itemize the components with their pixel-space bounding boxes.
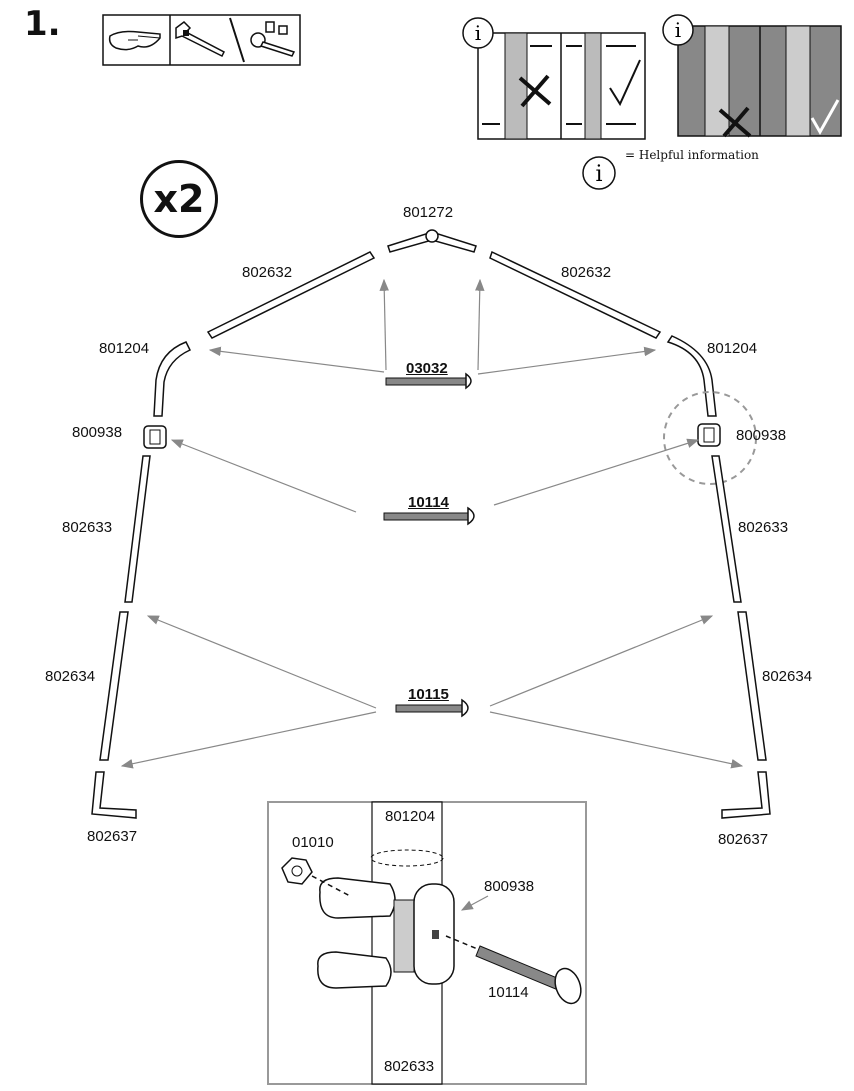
label-802632-left: 802632 [242, 264, 293, 281]
label-801272: 801272 [403, 204, 454, 221]
part-802633-left [124, 455, 151, 603]
label-802634-left: 802634 [45, 668, 96, 685]
bracket-flap-bottom [317, 951, 392, 989]
assembly-arrows [120, 278, 744, 769]
part-801204-right [666, 335, 717, 417]
correct-check-icon [609, 59, 641, 107]
safety-glasses-icon [108, 30, 161, 51]
part-801204-left [153, 341, 192, 417]
label-800938-left: 800938 [72, 424, 123, 441]
part-802637-left [91, 771, 137, 819]
step-number: 1. [24, 4, 61, 44]
svg-text:i: i [675, 18, 681, 42]
bolt-10114 [383, 506, 475, 526]
detail-callout-circle [663, 391, 757, 485]
label-801204-right: 801204 [707, 340, 758, 357]
detail-label-801204: 801204 [385, 808, 436, 825]
detail-label-800938: 800938 [484, 878, 535, 895]
label-800938-right: 800938 [736, 427, 787, 444]
quantity-badge: x2 [140, 160, 218, 238]
svg-text:i: i [475, 21, 481, 45]
part-802634-left [99, 611, 129, 761]
part-802633-right [711, 455, 742, 603]
label-802634-right: 802634 [762, 668, 813, 685]
info-panel-bolt-orientation: i [462, 17, 646, 140]
label-bolt-10114: 10114 [408, 494, 449, 511]
part-802632-left [206, 251, 376, 339]
adjustable-wrench-icon [175, 21, 225, 58]
detail-box [267, 801, 587, 1085]
info-icon [662, 14, 694, 46]
tools-box [102, 14, 301, 66]
svg-text:i: i [595, 162, 602, 187]
info-icon [462, 17, 494, 49]
part-800938-left [143, 425, 167, 449]
label-802633-left: 802633 [62, 519, 113, 536]
part-800938-right [697, 423, 721, 447]
label-801204-left: 801204 [99, 340, 150, 357]
info-legend-icon [582, 156, 616, 190]
wrong-mark-icon [518, 74, 552, 108]
bolt-03032 [385, 372, 472, 390]
detail-bolt-10114 [475, 945, 582, 1005]
label-802632-right: 802632 [561, 264, 612, 281]
info-legend-text: = Helpful information [625, 148, 759, 162]
detail-label-802633: 802633 [384, 1058, 435, 1075]
label-bolt-10115: 10115 [408, 686, 449, 703]
nut-01010 [281, 857, 313, 885]
bolt-10115 [395, 698, 469, 718]
part-802634-right [737, 611, 767, 761]
bracket-flap-top [319, 877, 396, 919]
info-panel-bracket-orientation: i [662, 14, 842, 138]
part-802637-right [721, 771, 771, 819]
detail-label-10114: 10114 [488, 984, 529, 1001]
label-802633-right: 802633 [738, 519, 789, 536]
part-801272 [387, 229, 477, 253]
label-bolt-03032: 03032 [406, 360, 448, 377]
label-802637-right: 802637 [718, 831, 769, 848]
detail-label-01010: 01010 [292, 834, 334, 851]
ratchet-wrench-icon [250, 21, 296, 57]
label-802637-left: 802637 [87, 828, 138, 845]
part-802632-right [489, 250, 662, 339]
